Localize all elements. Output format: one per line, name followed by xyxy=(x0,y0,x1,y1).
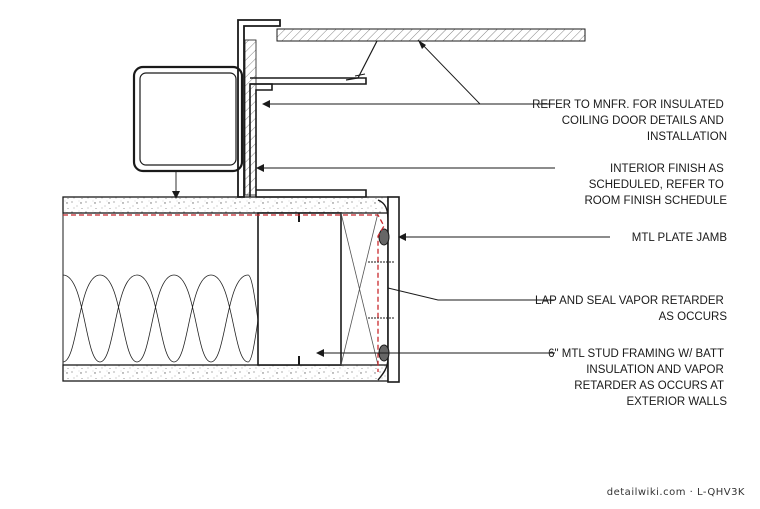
steel-tube xyxy=(132,65,244,173)
interior-board xyxy=(62,196,389,214)
metal-stud xyxy=(257,212,342,366)
channel-frame xyxy=(237,19,367,198)
jamb-cavity xyxy=(340,212,379,366)
credit-text: detailwiki.com · L-QHV3K xyxy=(607,487,745,498)
vapor-retarder xyxy=(63,214,385,372)
leader-arrows xyxy=(172,40,426,357)
leaders xyxy=(175,39,610,354)
note-coiling-door: REFER TO MNFR. FOR INSULATED COILING DOO… xyxy=(532,99,727,143)
note-stud-framing: 6" MTL STUD FRAMING W/ BATT INSULATION A… xyxy=(548,348,727,408)
exterior-board xyxy=(62,364,389,382)
note-interior-finish: INTERIOR FINISH AS SCHEDULED, REFER TO R… xyxy=(585,163,728,207)
coiling-door-head xyxy=(276,28,586,81)
batt-insulation xyxy=(62,274,259,363)
note-vapor-retarder: LAP AND SEAL VAPOR RETARDER AS OCCURS xyxy=(535,295,727,323)
note-plate-jamb: MTL PLATE JAMB xyxy=(632,232,728,244)
